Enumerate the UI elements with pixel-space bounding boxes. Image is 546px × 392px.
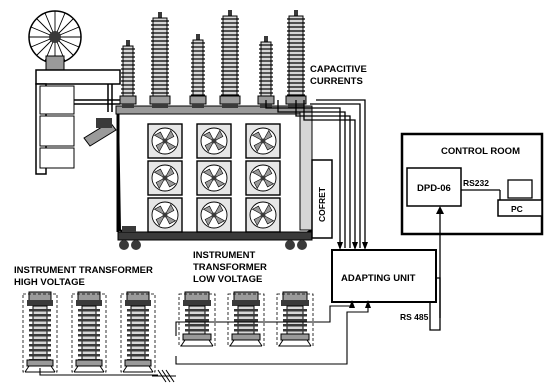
- radiator-fan-icon: [147, 197, 183, 233]
- capacitive-current-cables: [265, 99, 366, 248]
- cofret-cabinet: COFRET: [311, 159, 333, 239]
- pc-computer: PC: [497, 179, 543, 217]
- rs485-link: [429, 214, 441, 331]
- cofret-label: COFRET: [317, 186, 327, 222]
- capacitive-currents-label-line2: CURRENTS: [310, 76, 363, 87]
- wiring-arrows: [349, 300, 371, 308]
- adapting-unit-label: ADAPTING UNIT: [341, 273, 416, 284]
- bushing-insulator: [257, 36, 275, 108]
- instrument-transformers-low-voltage: [178, 291, 314, 347]
- it-high-label-line1: INSTRUMENT TRANSFORMER: [14, 265, 153, 276]
- cable-arrows: [337, 242, 368, 250]
- it-low-label-line1: INSTRUMENT: [193, 250, 255, 261]
- radiator-fan-icon: [196, 197, 232, 233]
- dpd-06-unit: DPD-06: [406, 167, 462, 207]
- radiator-fan-grid: [147, 123, 281, 233]
- bushing-insulator: [285, 10, 307, 108]
- radiator-fan-icon: [196, 160, 232, 196]
- it-low-label-line2: TRANSFORMER: [193, 262, 267, 273]
- instrument-transformer-icon: [178, 291, 216, 347]
- bushing-insulator: [119, 40, 137, 108]
- bushing-insulator: [219, 10, 241, 108]
- radiator-fan-icon: [147, 123, 183, 159]
- radiator-fan-icon: [245, 123, 281, 159]
- rs485-label: RS 485: [400, 312, 429, 322]
- instrument-transformer-icon: [120, 291, 156, 373]
- rs232-link: RS232: [461, 178, 501, 200]
- instrument-transformer-icon: [227, 291, 265, 347]
- radiator-fan-icon: [196, 123, 232, 159]
- radiator-fan-icon: [147, 160, 183, 196]
- instrument-transformers-high-voltage: [22, 291, 156, 373]
- radiator-fan-icon: [245, 197, 281, 233]
- bushing-insulator: [149, 12, 171, 108]
- pc-label: PC: [511, 204, 523, 214]
- rs485-arrow: [436, 206, 444, 214]
- instrument-transformer-icon: [276, 291, 314, 347]
- it-high-label-line2: HIGH VOLTAGE: [14, 277, 85, 288]
- conservator-piping: [35, 69, 121, 175]
- radiator-fan-icon: [245, 160, 281, 196]
- dpd-06-label: DPD-06: [417, 183, 451, 194]
- control-room-label: CONTROL ROOM: [441, 146, 520, 157]
- instrument-transformer-icon: [22, 291, 58, 373]
- it-low-label-line3: LOW VOLTAGE: [193, 274, 262, 285]
- ground-symbols: [152, 369, 176, 383]
- instrument-transformer-icon: [71, 291, 107, 373]
- capacitive-currents-label-line1: CAPACITIVE: [310, 64, 367, 75]
- adapting-unit-box: ADAPTING UNIT: [331, 249, 437, 303]
- rs232-label: RS232: [463, 178, 489, 188]
- bushings: [119, 10, 307, 108]
- cooling-fan-icon: [28, 10, 82, 73]
- bushing-insulator: [189, 34, 207, 108]
